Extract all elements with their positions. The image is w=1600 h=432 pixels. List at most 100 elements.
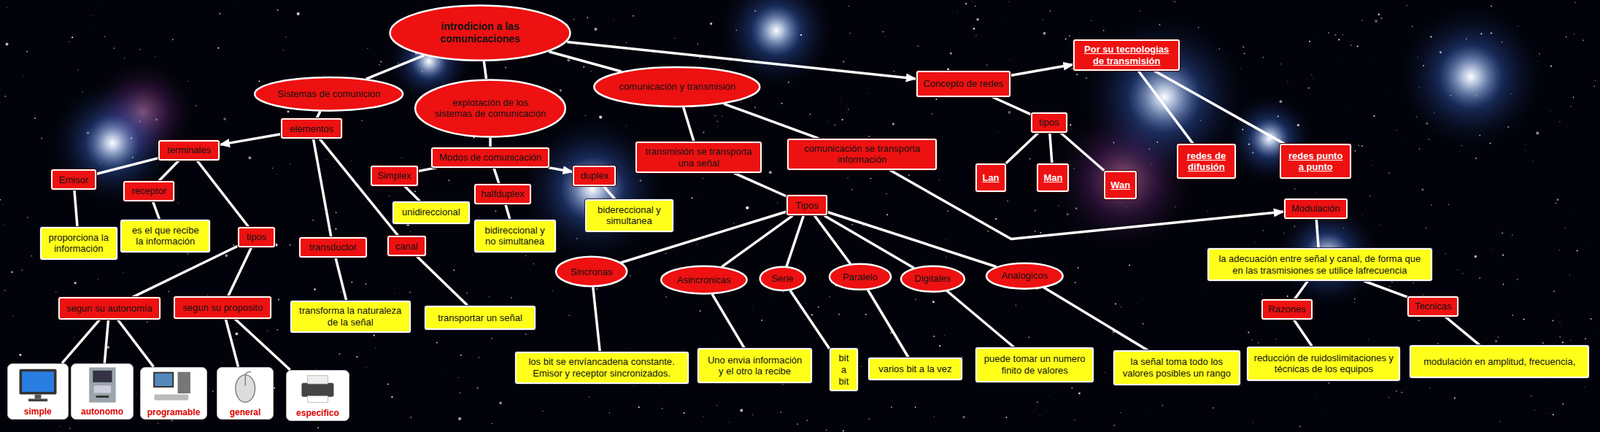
star	[1227, 54, 1229, 57]
icon-part	[34, 393, 41, 399]
concept-ellipse: Sistemas de comunicion	[253, 76, 405, 112]
star	[586, 16, 589, 19]
node-text: transductor	[309, 241, 357, 254]
star	[18, 353, 22, 357]
star	[973, 27, 976, 30]
star	[34, 117, 36, 119]
star	[1462, 116, 1464, 119]
star	[1516, 50, 1519, 52]
star	[933, 335, 935, 338]
star	[1374, 60, 1377, 63]
star	[1361, 145, 1363, 147]
star	[1162, 404, 1164, 407]
star	[696, 244, 698, 246]
concept-box: receptor	[123, 180, 175, 202]
star	[1090, 20, 1092, 22]
icon-part	[301, 383, 334, 397]
connector	[1363, 280, 1408, 297]
star	[1075, 207, 1078, 210]
star	[870, 178, 872, 180]
star	[276, 172, 278, 175]
star	[1501, 232, 1503, 234]
star	[972, 0, 974, 2]
star	[1437, 342, 1439, 345]
star	[77, 69, 79, 71]
star	[421, 70, 423, 72]
star	[908, 174, 910, 176]
star	[233, 6, 235, 9]
star	[1014, 304, 1017, 307]
connector	[118, 319, 154, 367]
star	[397, 62, 399, 64]
star	[703, 415, 705, 417]
star	[1444, 253, 1446, 254]
star	[26, 216, 29, 219]
star-glow	[1399, 5, 1543, 149]
star	[1113, 424, 1115, 427]
star	[1550, 110, 1552, 113]
star	[1447, 203, 1449, 206]
star	[229, 324, 232, 327]
concept-box: Tipos	[786, 194, 828, 216]
star	[285, 36, 287, 38]
star	[638, 406, 640, 408]
star	[1362, 214, 1363, 216]
star	[1299, 425, 1301, 427]
note-box: varios bit a la vez	[868, 357, 963, 381]
node-text: varios bit a la vez	[878, 363, 952, 376]
concept-ellipse: introdicion a las comunicaciones	[388, 4, 573, 62]
star	[931, 113, 933, 114]
star	[1197, 26, 1200, 29]
star	[1015, 304, 1018, 306]
node-text: transportar un señal	[437, 312, 523, 324]
node-text: general	[229, 407, 262, 418]
star	[612, 19, 615, 22]
star	[317, 426, 319, 429]
star	[768, 170, 772, 174]
connector	[234, 318, 291, 370]
star	[153, 56, 156, 58]
star	[1548, 412, 1551, 415]
star	[1327, 382, 1330, 384]
star	[1570, 339, 1571, 341]
node-text: Analogicos	[1001, 269, 1048, 282]
star	[1591, 244, 1593, 246]
star	[417, 6, 419, 9]
star	[1546, 380, 1548, 383]
star	[1391, 280, 1393, 283]
connector	[196, 160, 249, 227]
star	[975, 35, 977, 36]
connector	[483, 61, 486, 79]
star	[68, 40, 71, 43]
star	[491, 337, 493, 340]
star	[356, 356, 358, 358]
star	[949, 52, 953, 55]
star	[550, 205, 553, 208]
concept-box: halfduplex	[474, 183, 532, 205]
star	[1257, 342, 1260, 344]
node-text: duplex	[580, 169, 609, 182]
node-text: elementos	[289, 123, 334, 135]
star	[1068, 35, 1071, 37]
concept-box: comunicación se transporta información	[787, 138, 937, 170]
star	[865, 313, 867, 316]
star	[1262, 229, 1264, 232]
connector	[712, 294, 745, 349]
concept-box: tipos	[237, 226, 275, 248]
star	[1308, 87, 1310, 90]
star	[633, 385, 635, 387]
star	[754, 106, 756, 108]
star	[1524, 150, 1525, 152]
connector	[335, 257, 347, 302]
star	[596, 288, 598, 290]
note-box: proporciona la información	[40, 226, 118, 260]
star	[1576, 250, 1579, 252]
star	[1293, 226, 1296, 228]
star	[1524, 143, 1527, 146]
note-box: la señal toma todo los valores posibles …	[1113, 350, 1241, 386]
star	[439, 62, 440, 63]
connector	[313, 138, 332, 237]
ellipse-shape	[829, 264, 891, 290]
star	[1357, 45, 1359, 47]
star	[944, 245, 946, 247]
